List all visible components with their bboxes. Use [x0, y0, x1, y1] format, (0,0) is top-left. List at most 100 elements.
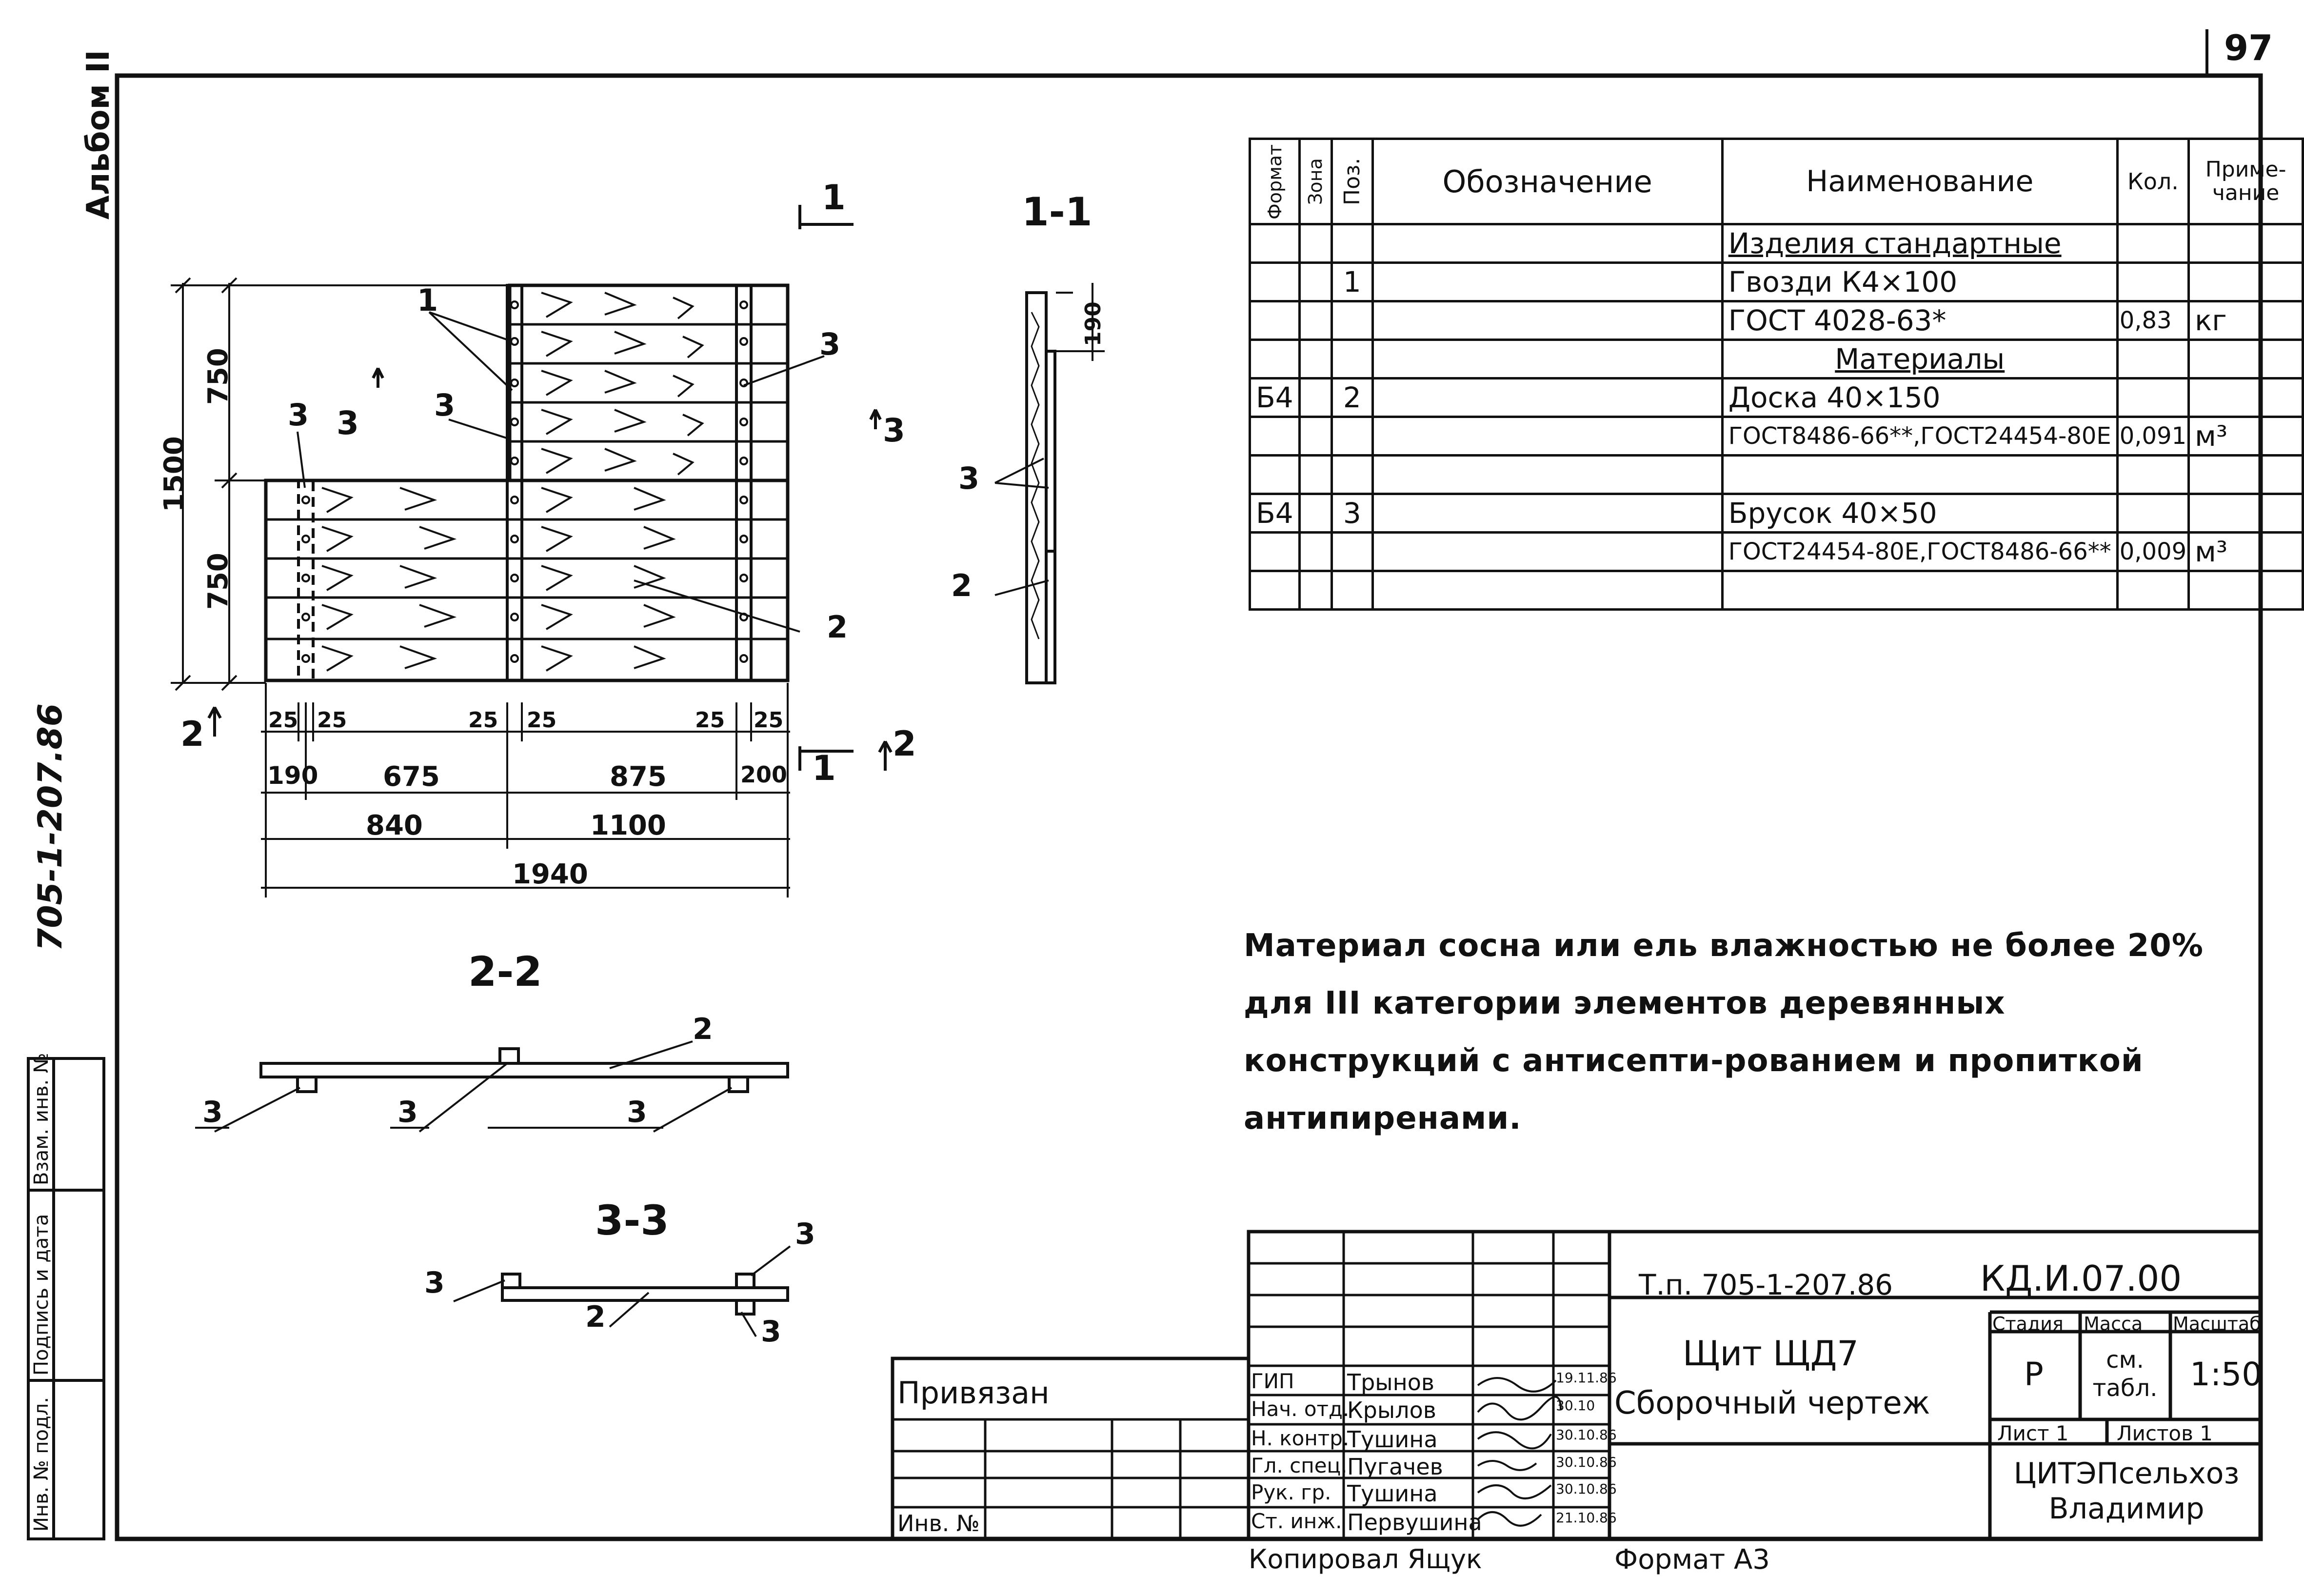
dim-bar-25-a: 25 — [268, 708, 298, 733]
spec-cell-format: Б4 — [1249, 377, 1301, 418]
spec-row: Материалы — [1249, 339, 2304, 379]
spec-cell-qty: 0,83 — [2116, 300, 2190, 341]
spec-cell-name: ГОСТ8486-66**,ГОСТ24454-80Е — [1721, 416, 2119, 457]
tb-person-role: Н. контр. — [1251, 1426, 1350, 1450]
spec-cell-qty — [2116, 377, 2190, 418]
spec-cell-name: Изделия стандартные — [1721, 223, 2119, 264]
tb-person-role: Нач. отд. — [1251, 1397, 1350, 1421]
spec-cell-qty — [2116, 261, 2190, 302]
tb-person-role: ГИП — [1251, 1369, 1294, 1393]
spec-cell-name: Брусок 40×50 — [1721, 493, 2119, 534]
cut-mark-3-right: 3 — [883, 412, 905, 449]
spec-cell-qty: 0,091 — [2116, 416, 2190, 457]
tb-inv-no: Инв. № — [897, 1510, 980, 1536]
spec-cell-designation — [1371, 493, 1724, 534]
side-label-inv-podl: Инв. № подл. — [30, 1397, 53, 1532]
section-3-3-callout-3a: 3 — [424, 1266, 445, 1300]
tb-person-name: Тушина — [1347, 1426, 1438, 1453]
spec-cell-pos — [1331, 339, 1374, 379]
tb-sheets: Листов 1 — [2117, 1421, 2213, 1445]
signatures — [1477, 1377, 1562, 1527]
dim-section-190: 190 — [1081, 301, 1106, 346]
callout-pos-3-mid: 3 — [434, 387, 456, 423]
tb-person-name: Первушина — [1347, 1509, 1482, 1536]
spec-cell-note — [2187, 493, 2304, 534]
tb-person-role: Рук. гр. — [1251, 1480, 1331, 1504]
cut-mark-3-left: 3 — [337, 404, 359, 442]
spec-row — [1249, 570, 2304, 611]
wood-grain — [321, 292, 704, 672]
tb-project: Т.п. 705-1-207.86 — [1639, 1268, 1893, 1301]
horizontal-dimensions — [261, 683, 790, 898]
spec-cell-zone — [1298, 493, 1333, 534]
specification-table: Формат Зона Поз. Обозначение Наименовани… — [1249, 138, 2304, 611]
spec-cell-name: Материалы — [1721, 339, 2119, 379]
section-3-3-callout-3b: 3 — [795, 1217, 815, 1251]
tb-linked: Привязан — [897, 1375, 1050, 1411]
section-3-3-view — [453, 1245, 791, 1337]
tb-object-title: Щит ЩД7 — [1683, 1334, 1859, 1374]
tb-person-role: Гл. спец. — [1251, 1454, 1348, 1477]
spec-row: Б4 3 Брусок 40×50 — [1249, 493, 2304, 534]
spec-cell-note: кг — [2187, 300, 2304, 341]
spec-header-pos: Поз. — [1331, 139, 1373, 224]
spec-cell-format — [1249, 300, 1301, 341]
section-3-3-callout-3c: 3 — [761, 1315, 781, 1349]
spec-cell-designation — [1371, 300, 1724, 341]
spec-cell-zone — [1298, 377, 1333, 418]
spec-cell-note: м³ — [2187, 531, 2304, 572]
dim-seg-200: 200 — [740, 761, 788, 788]
spec-cell-note — [2187, 261, 2304, 302]
cut-mark-2-left: 2 — [180, 714, 204, 754]
spec-cell-name — [1721, 570, 2119, 611]
spec-cell-designation — [1371, 570, 1724, 611]
dim-bar-25-e: 25 — [695, 708, 725, 733]
tb-person-date: 19.11.86 — [1556, 1370, 1617, 1386]
section-3-3-callout-2: 2 — [585, 1300, 606, 1334]
spec-cell-pos: 3 — [1331, 493, 1374, 534]
front-view-shield — [207, 205, 893, 771]
spec-cell-pos — [1331, 570, 1374, 611]
section-3-3-label: 3-3 — [595, 1197, 669, 1244]
tb-scale-label: Масштаб — [2173, 1313, 2261, 1335]
spec-cell-note — [2187, 570, 2304, 611]
spec-cell-format: Б4 — [1249, 493, 1301, 534]
spec-cell-zone — [1298, 570, 1333, 611]
tb-person-name: Тушина — [1347, 1480, 1438, 1507]
section-2-2-label: 2-2 — [468, 948, 542, 996]
spec-cell-qty: 0,009 — [2116, 531, 2190, 572]
dim-width-total: 1940 — [512, 858, 588, 890]
tb-organization: ЦИТЭПсельхоз Владимир — [2013, 1456, 2240, 1526]
spec-cell-designation — [1371, 223, 1724, 264]
spec-cell-note — [2187, 339, 2304, 379]
cut-mark-2-right: 2 — [893, 724, 916, 764]
section-2-2-callout-3b: 3 — [397, 1095, 418, 1129]
tb-person-date: 30.10.86 — [1556, 1427, 1617, 1443]
dim-height-upper: 750 — [202, 348, 234, 405]
tb-stage: Р — [2024, 1356, 2044, 1393]
spec-cell-designation — [1371, 261, 1724, 302]
leader-lines — [297, 311, 825, 633]
spec-header-zone: Зона — [1299, 139, 1332, 224]
spec-cell-format — [1249, 261, 1301, 302]
vertical-dimensions — [171, 277, 507, 691]
callout-pos-3-left: 3 — [288, 397, 309, 433]
tb-stage-label: Стадия — [1992, 1313, 2064, 1335]
tb-person-name: Трынов — [1347, 1369, 1434, 1396]
material-note: Материал сосна или ель влажностью не бол… — [1244, 928, 2204, 1137]
spec-cell-pos — [1331, 531, 1374, 572]
spec-cell-format — [1249, 531, 1301, 572]
spec-header-row: Формат Зона Поз. Обозначение Наименовани… — [1250, 138, 2304, 225]
tb-mass: см. табл. — [2092, 1346, 2158, 1402]
dim-bar-25-c: 25 — [468, 708, 498, 733]
spec-cell-pos — [1331, 454, 1374, 495]
spec-cell-pos — [1331, 300, 1374, 341]
spec-cell-qty — [2116, 570, 2190, 611]
spec-cell-format — [1249, 339, 1301, 379]
spec-cell-note — [2187, 377, 2304, 418]
section-1-1-view — [994, 283, 1105, 684]
